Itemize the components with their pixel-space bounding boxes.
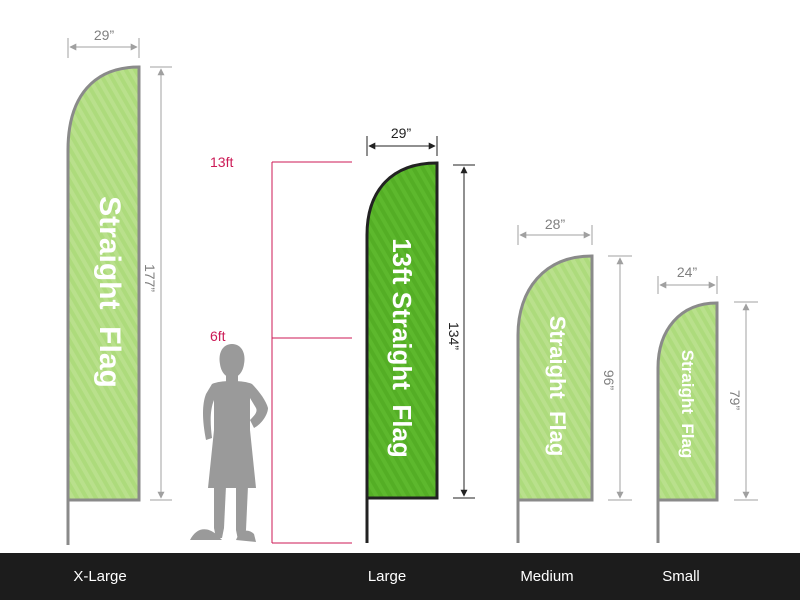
height-label-xlarge: 177” (142, 264, 158, 292)
flag-medium-text: Straight Flag (545, 316, 570, 457)
size-label-xlarge: X-Large (73, 568, 126, 585)
flag-xlarge-text: Straight Flag (93, 196, 126, 388)
height-label-small: 79” (727, 390, 743, 411)
height-label-medium: 96” (601, 370, 617, 391)
flag-medium-fabric (516, 254, 594, 502)
height-marker-13ft: 13ft (210, 154, 233, 170)
size-label-large: Large (368, 568, 406, 585)
flag-large-fabric (365, 161, 439, 500)
width-label-large: 29” (391, 125, 412, 141)
size-label-medium: Medium (520, 568, 573, 585)
flag-xlarge-fabric (66, 65, 141, 502)
flag-xlarge: Straight Flag 29” 177” (66, 27, 172, 545)
width-label-small: 24” (677, 264, 698, 280)
width-label-medium: 28” (545, 216, 566, 232)
flag-small: Straight Flag 24” 79” (656, 264, 758, 543)
size-label-small: Small (662, 568, 700, 585)
flag-small-fabric (656, 301, 719, 502)
flag-small-text: Straight Flag (678, 350, 697, 459)
height-marker: 13ft 6ft (210, 154, 352, 544)
person-silhouette-icon (190, 344, 268, 542)
height-marker-6ft: 6ft (210, 328, 226, 344)
width-label-xlarge: 29” (94, 27, 115, 43)
size-label-bar: X-Large Large Medium Small (0, 553, 800, 600)
flag-large: 13ft Straight Flag 29” 134” (365, 125, 475, 543)
height-label-large: 134” (446, 322, 462, 350)
flag-medium: Straight Flag 28” 96” (516, 216, 632, 543)
flag-large-text: 13ft Straight Flag (387, 238, 417, 458)
